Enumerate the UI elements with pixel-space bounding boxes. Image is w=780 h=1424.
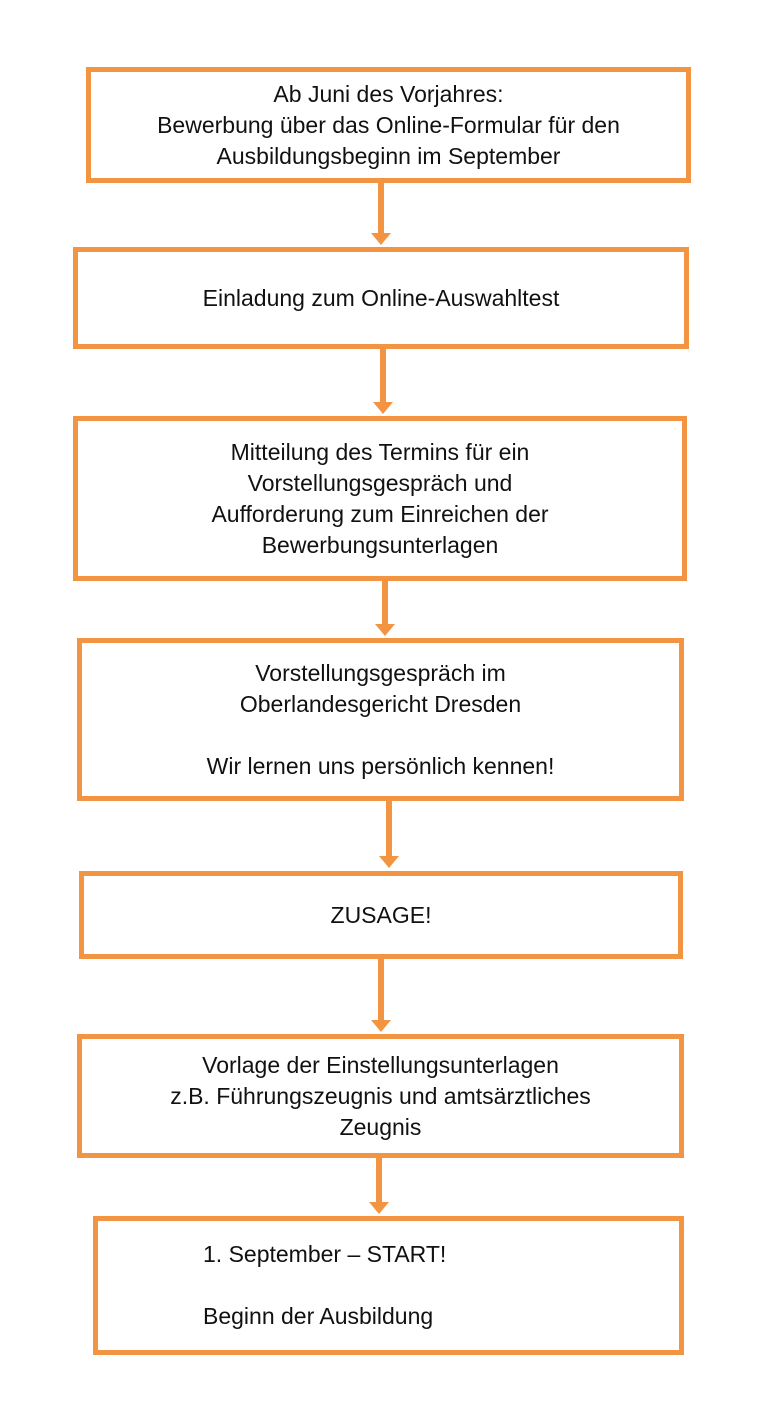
step-4-box: Vorstellungsgespräch im Oberlandesgerich…	[77, 638, 684, 801]
step-1-box: Ab Juni des Vorjahres: Bewerbung über da…	[86, 67, 691, 183]
step-6-box: Vorlage der Einstellungsunterlagen z.B. …	[77, 1034, 684, 1158]
step-7-line-2: Beginn der Ausbildung	[203, 1303, 434, 1329]
step-3-line-2: Vorstellungsgespräch und	[247, 469, 513, 496]
step-7-box: 1. September – START! Beginn der Ausbild…	[93, 1216, 684, 1355]
step-3-line-3: Aufforderung zum Einreichen der	[211, 500, 549, 527]
step-4-line-3: Wir lernen uns persönlich kennen!	[206, 752, 555, 779]
step-3-line-1: Mitteilung des Termins für ein	[230, 438, 530, 465]
step-3-box: Mitteilung des Termins für ein Vorstellu…	[73, 416, 687, 581]
step-4-line-2: Oberlandesgericht Dresden	[239, 690, 522, 717]
step-5-line-1: ZUSAGE!	[330, 901, 432, 928]
step-7-line-1: 1. September – START!	[203, 1241, 447, 1267]
step-5-box: ZUSAGE!	[79, 871, 683, 959]
step-2-box: Einladung zum Online-Auswahltest	[73, 247, 689, 349]
step-4-line-1: Vorstellungsgespräch im	[255, 659, 506, 686]
step-6-line-3: Zeugnis	[339, 1113, 422, 1140]
step-6-line-1: Vorlage der Einstellungsunterlagen	[202, 1051, 559, 1078]
step-1-line-3: Ausbildungsbeginn im September	[216, 142, 561, 169]
step-2-line-1: Einladung zum Online-Auswahltest	[202, 284, 560, 311]
step-6-line-2: z.B. Führungszeugnis und amtsärztliches	[170, 1082, 591, 1109]
step-1-line-2: Bewerbung über das Online-Formular für d…	[157, 111, 620, 138]
step-1-line-1: Ab Juni des Vorjahres:	[273, 80, 504, 107]
step-3-line-4: Bewerbungsunterlagen	[261, 531, 499, 558]
